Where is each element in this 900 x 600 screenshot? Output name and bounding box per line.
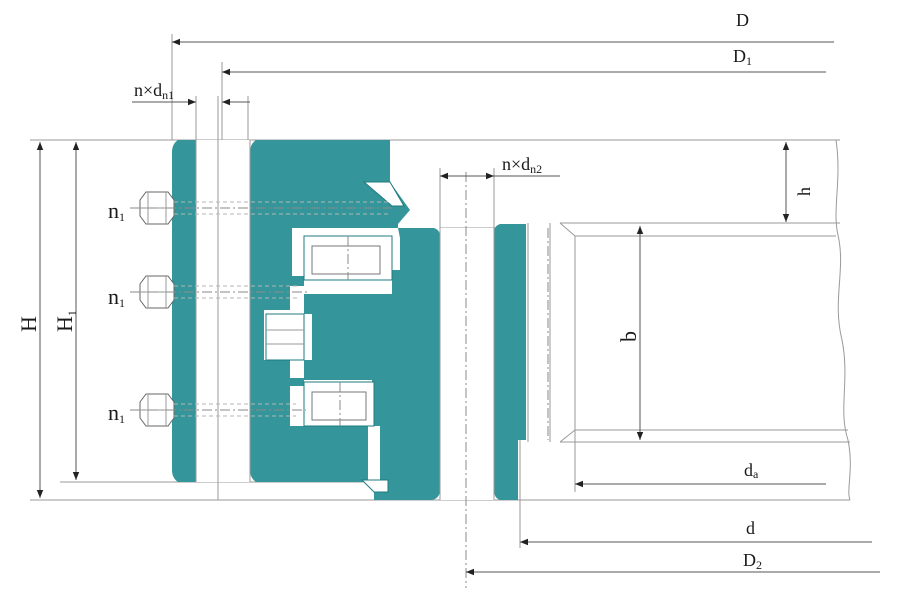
label-H: H [16, 316, 41, 332]
bolt-2 [130, 275, 310, 309]
label-b: b [616, 331, 641, 342]
dimension-n-dn1 [132, 96, 250, 140]
label-n-dn2: n×dn2 [502, 154, 542, 176]
label-D2: D2 [743, 550, 762, 572]
outline-lines [30, 139, 851, 548]
bolt-3 [130, 393, 306, 427]
dimension-n-dn2 [439, 168, 560, 228]
inner-gear-part [494, 224, 526, 500]
dimension-da [574, 430, 826, 492]
bolt-holes [195, 96, 495, 500]
dimension-D1 [221, 62, 826, 140]
label-n-dn1: n×dn1 [134, 80, 174, 102]
outer-ring-left-part [172, 140, 196, 482]
seals [360, 181, 405, 493]
outer-ring-main-part [250, 140, 410, 482]
label-n1-middle: n1 [108, 284, 125, 310]
center-lines [339, 172, 549, 588]
dimension-D [171, 34, 834, 140]
bolt-1 [130, 191, 396, 225]
inner-ring-part [304, 228, 440, 500]
label-n1-top: n1 [108, 198, 125, 224]
label-da: da [744, 460, 759, 481]
label-h: h [794, 187, 814, 196]
label-D1: D1 [733, 46, 752, 68]
label-H1: H1 [52, 310, 79, 332]
label-n1-bottom: n1 [108, 400, 125, 426]
label-D: D [736, 10, 749, 30]
label-d: d [746, 518, 755, 538]
